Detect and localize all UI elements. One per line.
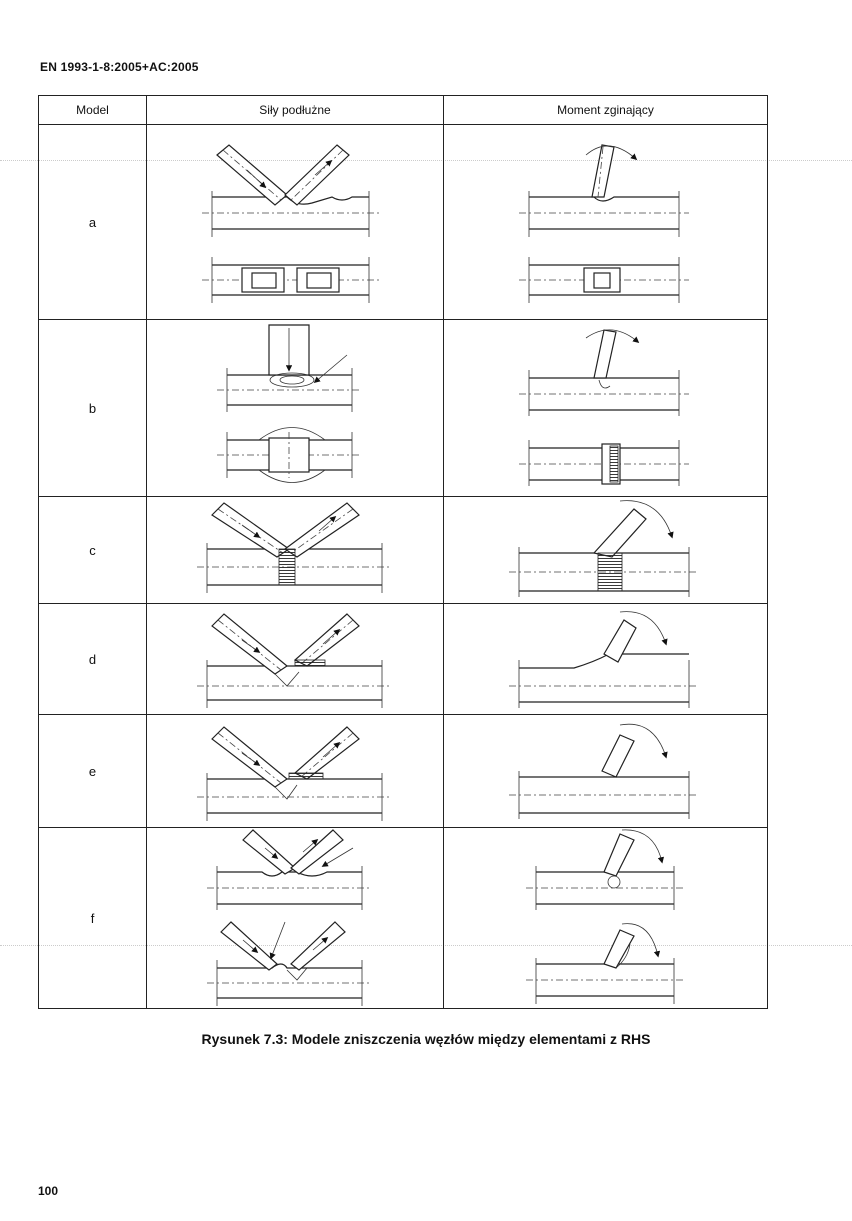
moment-drawing-b [519,329,689,486]
moment-figure-e [443,714,768,828]
moment-drawing-f [526,829,684,1004]
axial-figure-c [146,496,444,604]
axial-drawing-f [207,829,372,1006]
moment-drawing-e [509,723,699,819]
table-row: a [38,124,768,320]
document-code: EN 1993-1-8:2005+AC:2005 [40,60,199,74]
moment-figure-c [443,496,768,604]
axial-drawing-a [202,144,379,303]
moment-figure-a [443,124,768,320]
moment-figure-f [443,827,768,1009]
model-label-f: f [38,827,147,1009]
model-label-e: e [38,714,147,828]
page-number: 100 [38,1184,59,1198]
table-row: d [38,603,768,715]
axial-figure-f [146,827,444,1009]
column-header-axial-forces: Siły podłużne [146,95,444,125]
axial-figure-d [146,603,444,715]
model-label-d: d [38,603,147,715]
model-label-a: a [38,124,147,320]
moment-drawing-c [509,500,699,597]
axial-drawing-c [197,502,392,593]
table-row: b [38,319,768,497]
moment-drawing-d [509,611,699,708]
table-header-row: Model Siły podłużne Moment zginający [38,95,768,125]
table-row: c [38,496,768,604]
moment-figure-b [443,319,768,497]
column-header-bending-moment: Moment zginający [443,95,768,125]
model-label-c: c [38,496,147,604]
moment-drawing-a [519,144,689,303]
column-header-model: Model [38,95,147,125]
table-row: f [38,827,768,1009]
moment-figure-d [443,603,768,715]
axial-figure-a [146,124,444,320]
axial-drawing-d [197,613,392,708]
axial-drawing-b [217,324,362,483]
table-row: e [38,714,768,828]
model-label-b: b [38,319,147,497]
axial-figure-e [146,714,444,828]
axial-drawing-e [197,726,392,821]
figure-caption: Rysunek 7.3: Modele zniszczenia węzłów m… [201,1031,651,1047]
failure-modes-table: Model Siły podłużne Moment zginający a [38,95,768,1009]
axial-figure-b [146,319,444,497]
